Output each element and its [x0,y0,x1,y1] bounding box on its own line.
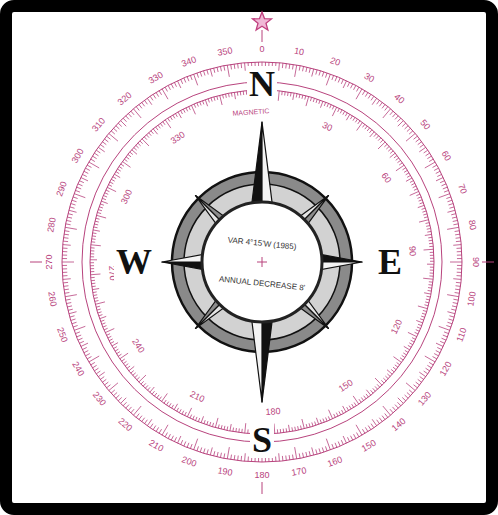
ring-circle [82,82,442,442]
cardinal-letter: W [114,244,154,280]
degree-ticks [62,62,462,462]
degree-number: 80 [466,219,477,230]
magnetic-number: 180 [265,407,281,417]
center-cross [257,257,267,267]
cardinal-letter: S [250,422,274,458]
degree-number: 90 [471,257,480,267]
degree-number: 180 [254,471,269,480]
rose-center [202,202,322,322]
cardinal-line [262,30,263,42]
degree-number: 0 [259,45,264,54]
rose-band-inner [184,184,340,340]
cardinal-letter: E [376,244,404,280]
cardinal-letter: N [247,66,277,102]
north-star [252,12,271,30]
degree-number: 260 [46,291,57,307]
ring-circle [90,90,434,434]
ring-circle [62,62,462,462]
degree-number: 270 [45,254,54,269]
degree-number: 10 [293,47,304,58]
magnetic-ticks [90,90,434,434]
cardinal-line [262,482,263,494]
cardinal-line [482,262,494,263]
magnetic-number: 90 [407,246,417,257]
cardinal-line [30,262,42,263]
